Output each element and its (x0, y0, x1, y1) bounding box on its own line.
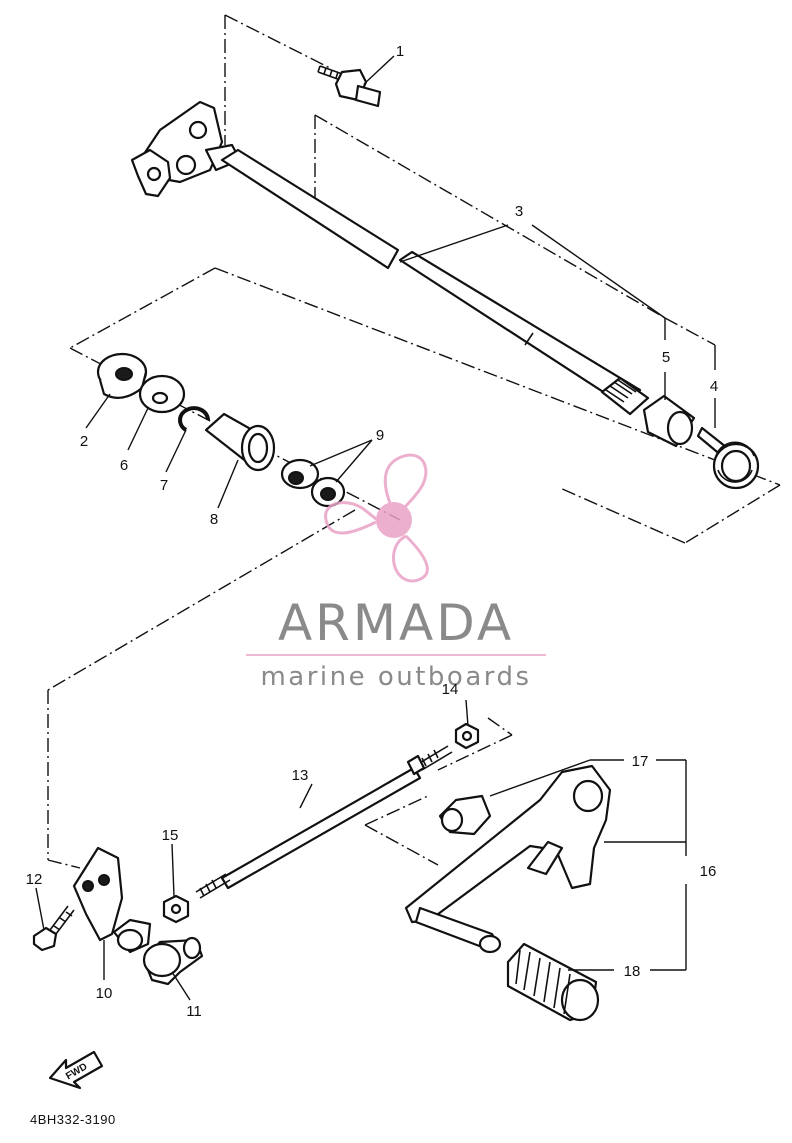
reference-code: 4BH332-3190 (30, 1112, 116, 1127)
callout-7: 7 (160, 477, 168, 494)
callout-3: 3 (515, 203, 523, 220)
part-6-washer (138, 374, 186, 414)
part-5-collar (642, 394, 696, 448)
part-7-circlip (178, 406, 210, 432)
watermark-brand: ARMADA (278, 594, 514, 652)
callout-9: 9 (376, 427, 384, 444)
callout-13: 13 (292, 767, 309, 784)
callout-12: 12 (26, 871, 43, 888)
callout-2: 2 (80, 433, 88, 450)
callout-5: 5 (662, 349, 670, 366)
part-11-joint (142, 936, 204, 986)
leader-lines (35, 55, 716, 1001)
callout-18: 18 (624, 963, 641, 980)
part-18-pedal-rubber (506, 942, 600, 1022)
part-15-nut (162, 894, 190, 924)
part-9-collars (280, 458, 346, 508)
part-1-bolt (317, 65, 382, 108)
part-10-shift-arm (72, 846, 152, 954)
callout-14: 14 (442, 681, 459, 698)
callout-6: 6 (120, 457, 128, 474)
callout-17: 17 (632, 753, 649, 770)
part-8-bushing (204, 412, 276, 472)
part-2-seal (96, 352, 148, 399)
callout-labels: 1 2 3 4 5 6 7 8 9 10 11 12 13 14 15 16 1… (26, 43, 719, 1020)
watermark-tagline: marine outboards (260, 662, 531, 692)
part-12-bolt (32, 905, 75, 952)
part-13-shift-rod (195, 745, 453, 899)
part-4-spring (696, 426, 760, 490)
fwd-arrow-icon: FWD (48, 1050, 104, 1090)
callout-4: 4 (710, 378, 718, 395)
watermark-logo-icon (324, 453, 429, 583)
part-17-pivot-bolt (438, 794, 492, 836)
part-3-shift-shaft (220, 148, 650, 416)
callout-16: 16 (700, 863, 717, 880)
shift-arm-assembly (130, 100, 242, 198)
part-16-shift-pedal (404, 764, 612, 954)
callout-1: 1 (396, 43, 404, 60)
callout-10: 10 (96, 985, 113, 1002)
callout-8: 8 (210, 511, 218, 528)
part-14-nut (454, 722, 480, 750)
callout-15: 15 (162, 827, 179, 844)
callout-11: 11 (186, 1003, 202, 1020)
